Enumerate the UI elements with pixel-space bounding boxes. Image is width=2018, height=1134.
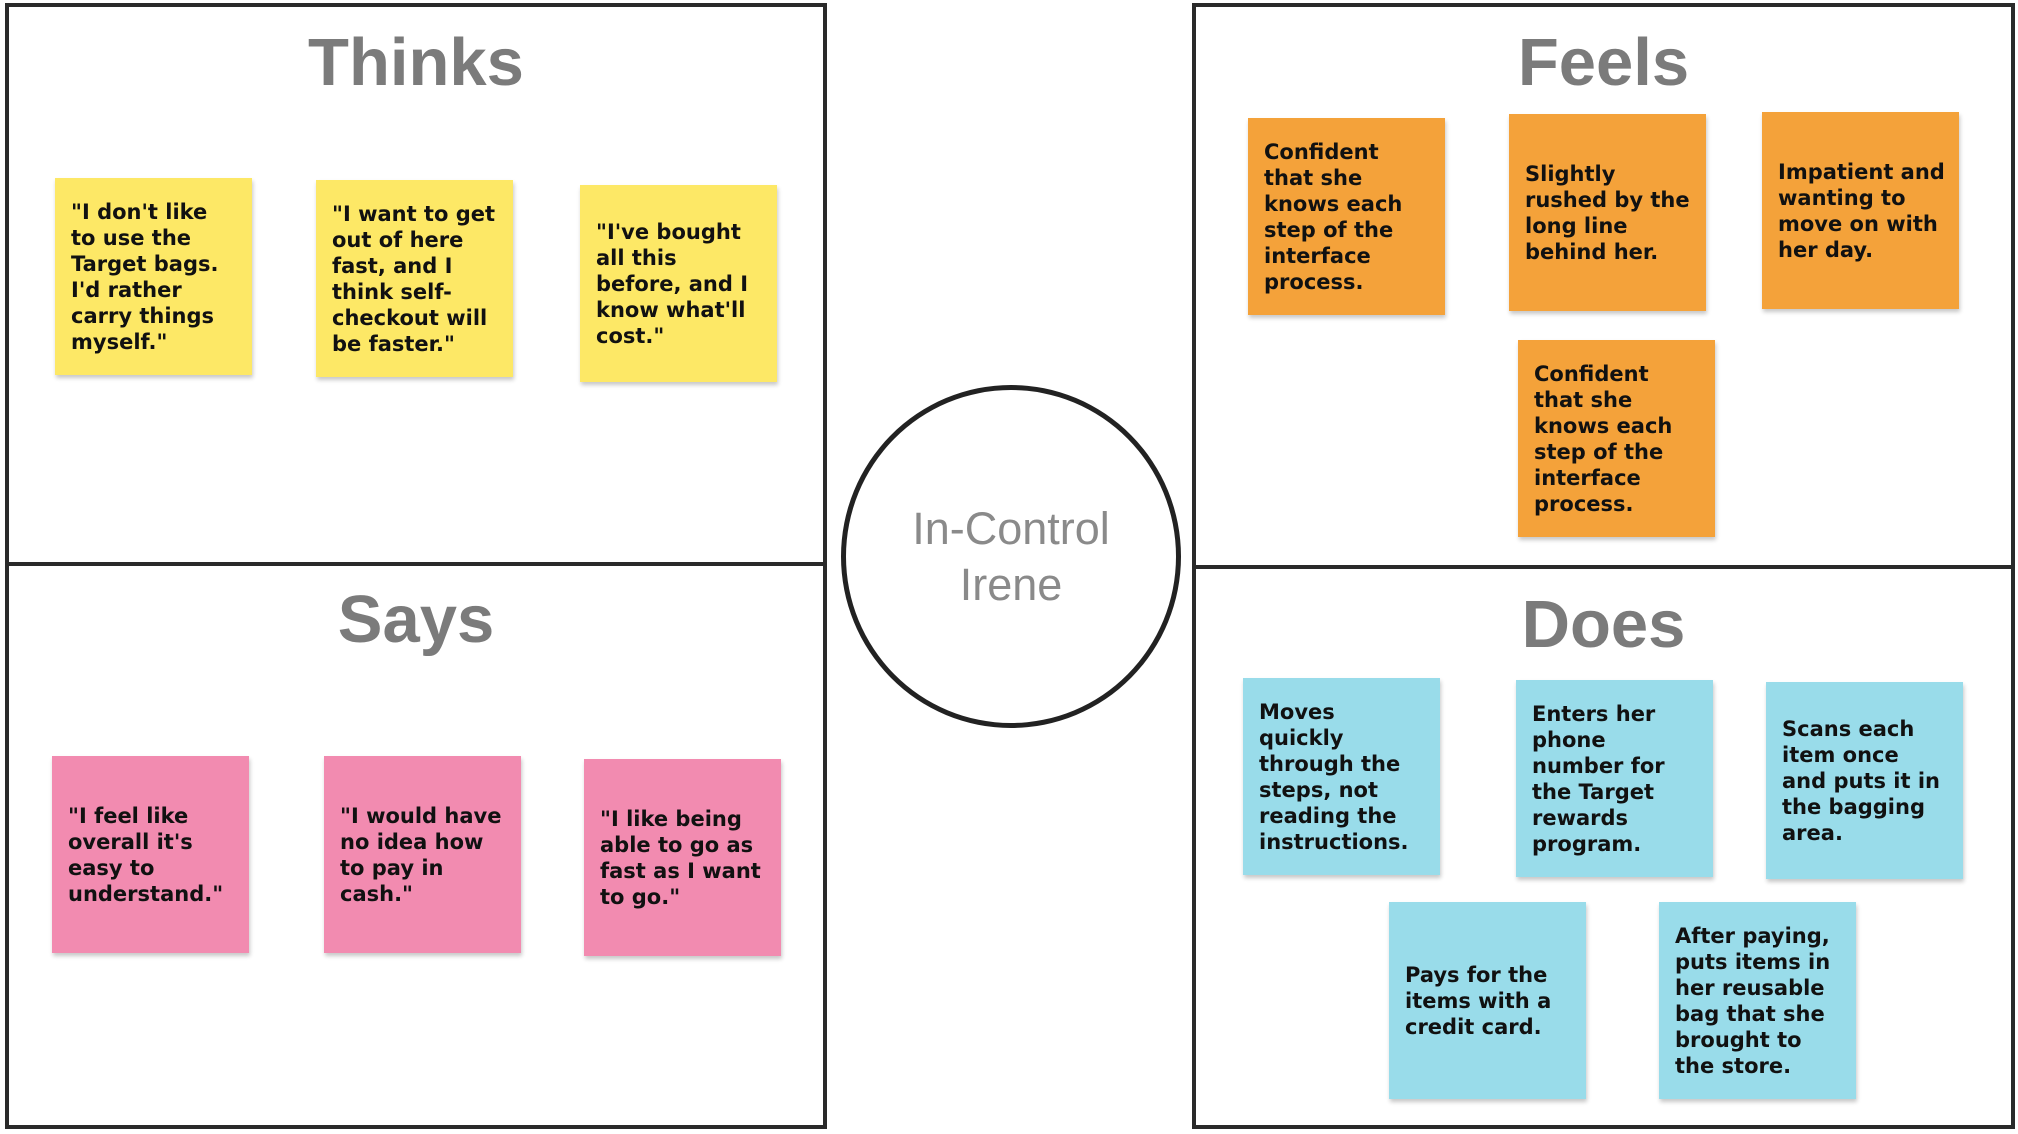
quadrant-title-does: Does: [1521, 587, 1686, 662]
persona-name-line1: In-Control: [912, 502, 1110, 554]
sticky-note-thinks-3[interactable]: "I've bought all this before, and I know…: [580, 185, 777, 382]
sticky-note-feels-3[interactable]: Impatient and wanting to move on with he…: [1762, 112, 1959, 309]
sticky-note-feels-2[interactable]: Slightly rushed by the long line behind …: [1509, 114, 1706, 311]
sticky-note-does-3[interactable]: Scans each item once and puts it in the …: [1766, 682, 1963, 879]
sticky-note-does-5[interactable]: After paying, puts items in her reusable…: [1659, 902, 1856, 1099]
sticky-note-feels-4[interactable]: Confident that she knows each step of th…: [1518, 340, 1715, 537]
sticky-note-does-4[interactable]: Pays for the items with a credit card.: [1389, 902, 1586, 1099]
persona-circle: In-Control Irene: [841, 385, 1181, 728]
sticky-note-thinks-2[interactable]: "I want to get out of here fast, and I t…: [316, 180, 513, 377]
persona-name-line2: Irene: [959, 558, 1063, 610]
sticky-note-feels-1[interactable]: Confident that she knows each step of th…: [1248, 118, 1445, 315]
quadrant-title-says: Says: [337, 582, 495, 657]
sticky-note-says-3[interactable]: "I like being able to go as fast as I wa…: [584, 759, 781, 956]
quadrant-title-feels: Feels: [1517, 25, 1690, 100]
sticky-note-says-1[interactable]: "I feel like overall it's easy to unders…: [52, 756, 249, 953]
sticky-note-does-2[interactable]: Enters her phone number for the Target r…: [1516, 680, 1713, 877]
sticky-note-says-2[interactable]: "I would have no idea how to pay in cash…: [324, 756, 521, 953]
sticky-note-does-1[interactable]: Moves quickly through the steps, not rea…: [1243, 678, 1440, 875]
quadrant-title-thinks: Thinks: [308, 25, 524, 100]
sticky-note-thinks-1[interactable]: "I don't like to use the Target bags. I'…: [55, 178, 252, 375]
